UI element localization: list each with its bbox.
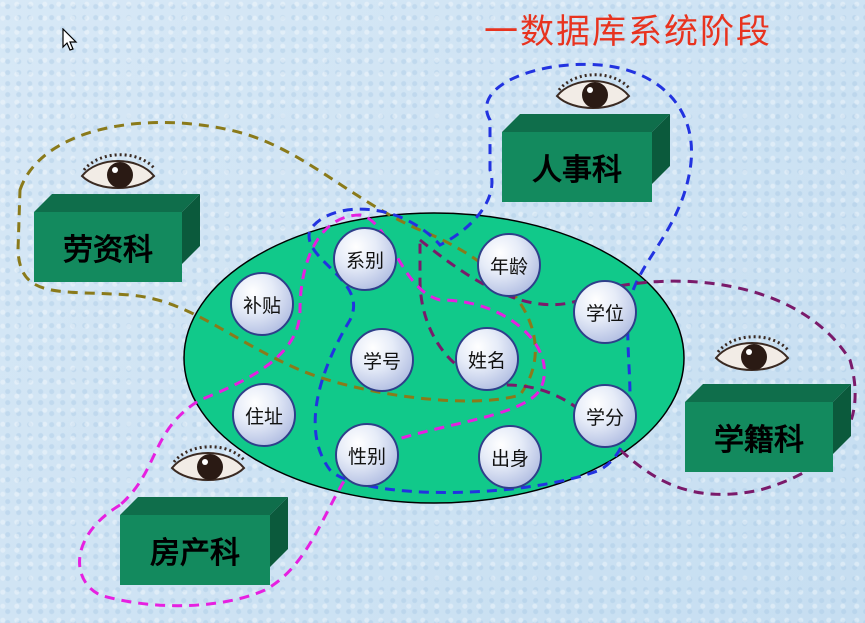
page-title: 一数据库系统阶段 bbox=[484, 12, 772, 52]
box-top-face bbox=[120, 497, 288, 515]
eye-icon bbox=[170, 445, 246, 481]
field-node-dept: 系别 bbox=[333, 227, 397, 291]
database-ellipse bbox=[183, 212, 685, 504]
eye-icon bbox=[714, 335, 790, 371]
dept-label-housing: 房产科 bbox=[150, 536, 240, 571]
dept-label-personnel: 人事科 bbox=[532, 153, 622, 188]
field-node-student-id: 学号 bbox=[350, 328, 414, 392]
box-side-face bbox=[182, 194, 200, 264]
box-top-face bbox=[34, 194, 200, 212]
eye-icon bbox=[80, 153, 156, 189]
mouse-cursor-icon bbox=[62, 28, 78, 51]
housing-dept-path bbox=[78, 213, 546, 608]
field-node-name: 姓名 bbox=[455, 327, 519, 391]
personnel-dept-path bbox=[307, 62, 693, 494]
box-side-face bbox=[652, 114, 670, 184]
box-top-face bbox=[502, 114, 670, 132]
field-node-origin: 出身 bbox=[478, 425, 542, 489]
labor-dept-path bbox=[16, 121, 537, 403]
dept-box-labor: 劳资科 bbox=[34, 212, 182, 282]
eye-icon bbox=[555, 73, 631, 109]
field-node-subsidy: 补贴 bbox=[230, 272, 294, 336]
field-node-degree: 学位 bbox=[573, 280, 637, 344]
box-side-face bbox=[833, 384, 851, 454]
dept-label-academic: 学籍科 bbox=[714, 423, 804, 458]
field-node-address: 住址 bbox=[232, 383, 296, 447]
box-side-face bbox=[270, 497, 288, 567]
field-node-age: 年龄 bbox=[477, 233, 541, 297]
box-top-face bbox=[685, 384, 851, 402]
dept-label-labor: 劳资科 bbox=[63, 233, 153, 268]
academic-dept-path bbox=[418, 236, 857, 496]
dept-box-personnel: 人事科 bbox=[502, 132, 652, 202]
dept-box-academic: 学籍科 bbox=[685, 402, 833, 472]
field-node-gender: 性别 bbox=[335, 423, 399, 487]
field-node-credits: 学分 bbox=[573, 384, 637, 448]
dept-box-housing: 房产科 bbox=[120, 515, 270, 585]
